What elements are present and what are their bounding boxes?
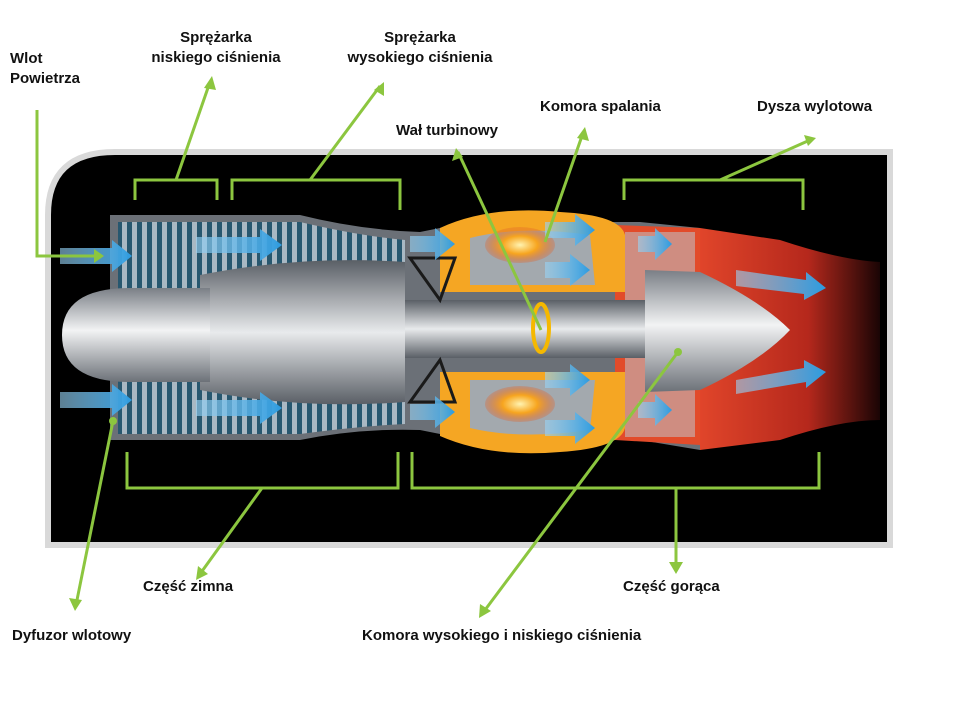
bracket-exhaust-nozzle [622, 178, 805, 210]
flow-arrow [60, 384, 132, 416]
compressor-core [200, 260, 405, 405]
leader-combustion [543, 132, 585, 243]
leader-diffuser [74, 420, 115, 606]
flow-arrow [410, 396, 455, 428]
label-hp-compressor-line2: wysokiego ciśnienia [347, 49, 493, 66]
leader-cold-section [198, 487, 264, 575]
label-combustion-chamber: Komora spalania [540, 98, 661, 115]
label-inlet-diffuser: Dyfuzor wlotowy [12, 627, 132, 644]
bracket-hot-section [410, 452, 821, 490]
flow-arrow [736, 360, 826, 394]
label-exhaust-nozzle: Dysza wylotowa [757, 98, 873, 115]
leader-exhaust [719, 138, 811, 182]
leader-turbine-chambers [480, 351, 680, 615]
flow-arrow [545, 254, 590, 286]
leader-arrowheads [69, 76, 816, 618]
bracket-hp-compressor [230, 178, 402, 210]
label-cold-section: Część zimna [143, 578, 234, 595]
shaft-support-lower [407, 356, 458, 404]
nose-cone [62, 288, 210, 382]
flow-arrow [545, 412, 595, 444]
flame-lower [485, 386, 555, 422]
turbine-shaft [405, 300, 645, 358]
flow-arrow [638, 394, 672, 426]
shaft-rotation-arrow [531, 302, 551, 354]
label-inlet: Wlot Powietrza [10, 49, 80, 89]
label-hp-compressor: Sprężarka wysokiego ciśnienia [330, 28, 510, 68]
label-lp-compressor-line2: niskiego ciśnienia [151, 49, 281, 66]
tail-cone [645, 270, 790, 392]
label-turbine-chambers: Komora wysokiego i niskiego ciśnienia [362, 627, 642, 644]
leader-lines [35, 81, 821, 615]
leader-inlet [35, 110, 100, 258]
leader-turbine-shaft [456, 151, 543, 331]
label-inlet-line2: Powietrza [10, 70, 81, 87]
flow-arrow [545, 214, 595, 246]
flow-arrow [196, 392, 282, 424]
airflow-arrows [60, 214, 826, 444]
label-lp-compressor: Sprężarka niskiego ciśnienia [136, 28, 296, 68]
leader-hp-compressor [308, 85, 382, 181]
flow-arrow [545, 364, 590, 396]
label-inlet-line1: Wlot [10, 50, 43, 67]
flow-arrow [638, 228, 672, 260]
label-turbine-shaft: Wał turbinowy [396, 122, 498, 139]
flame-upper [485, 227, 555, 263]
flow-arrow [736, 270, 826, 300]
leader-lp-compressor [174, 81, 212, 181]
shaft-support-upper [407, 256, 458, 304]
bracket-cold-section [125, 452, 400, 490]
flow-arrow [196, 229, 282, 261]
label-hot-section: Część gorąca [623, 578, 720, 595]
label-lp-compressor-line1: Sprężarka [180, 29, 252, 46]
label-hp-compressor-line1: Sprężarka [384, 29, 456, 46]
flow-arrow [410, 228, 455, 260]
